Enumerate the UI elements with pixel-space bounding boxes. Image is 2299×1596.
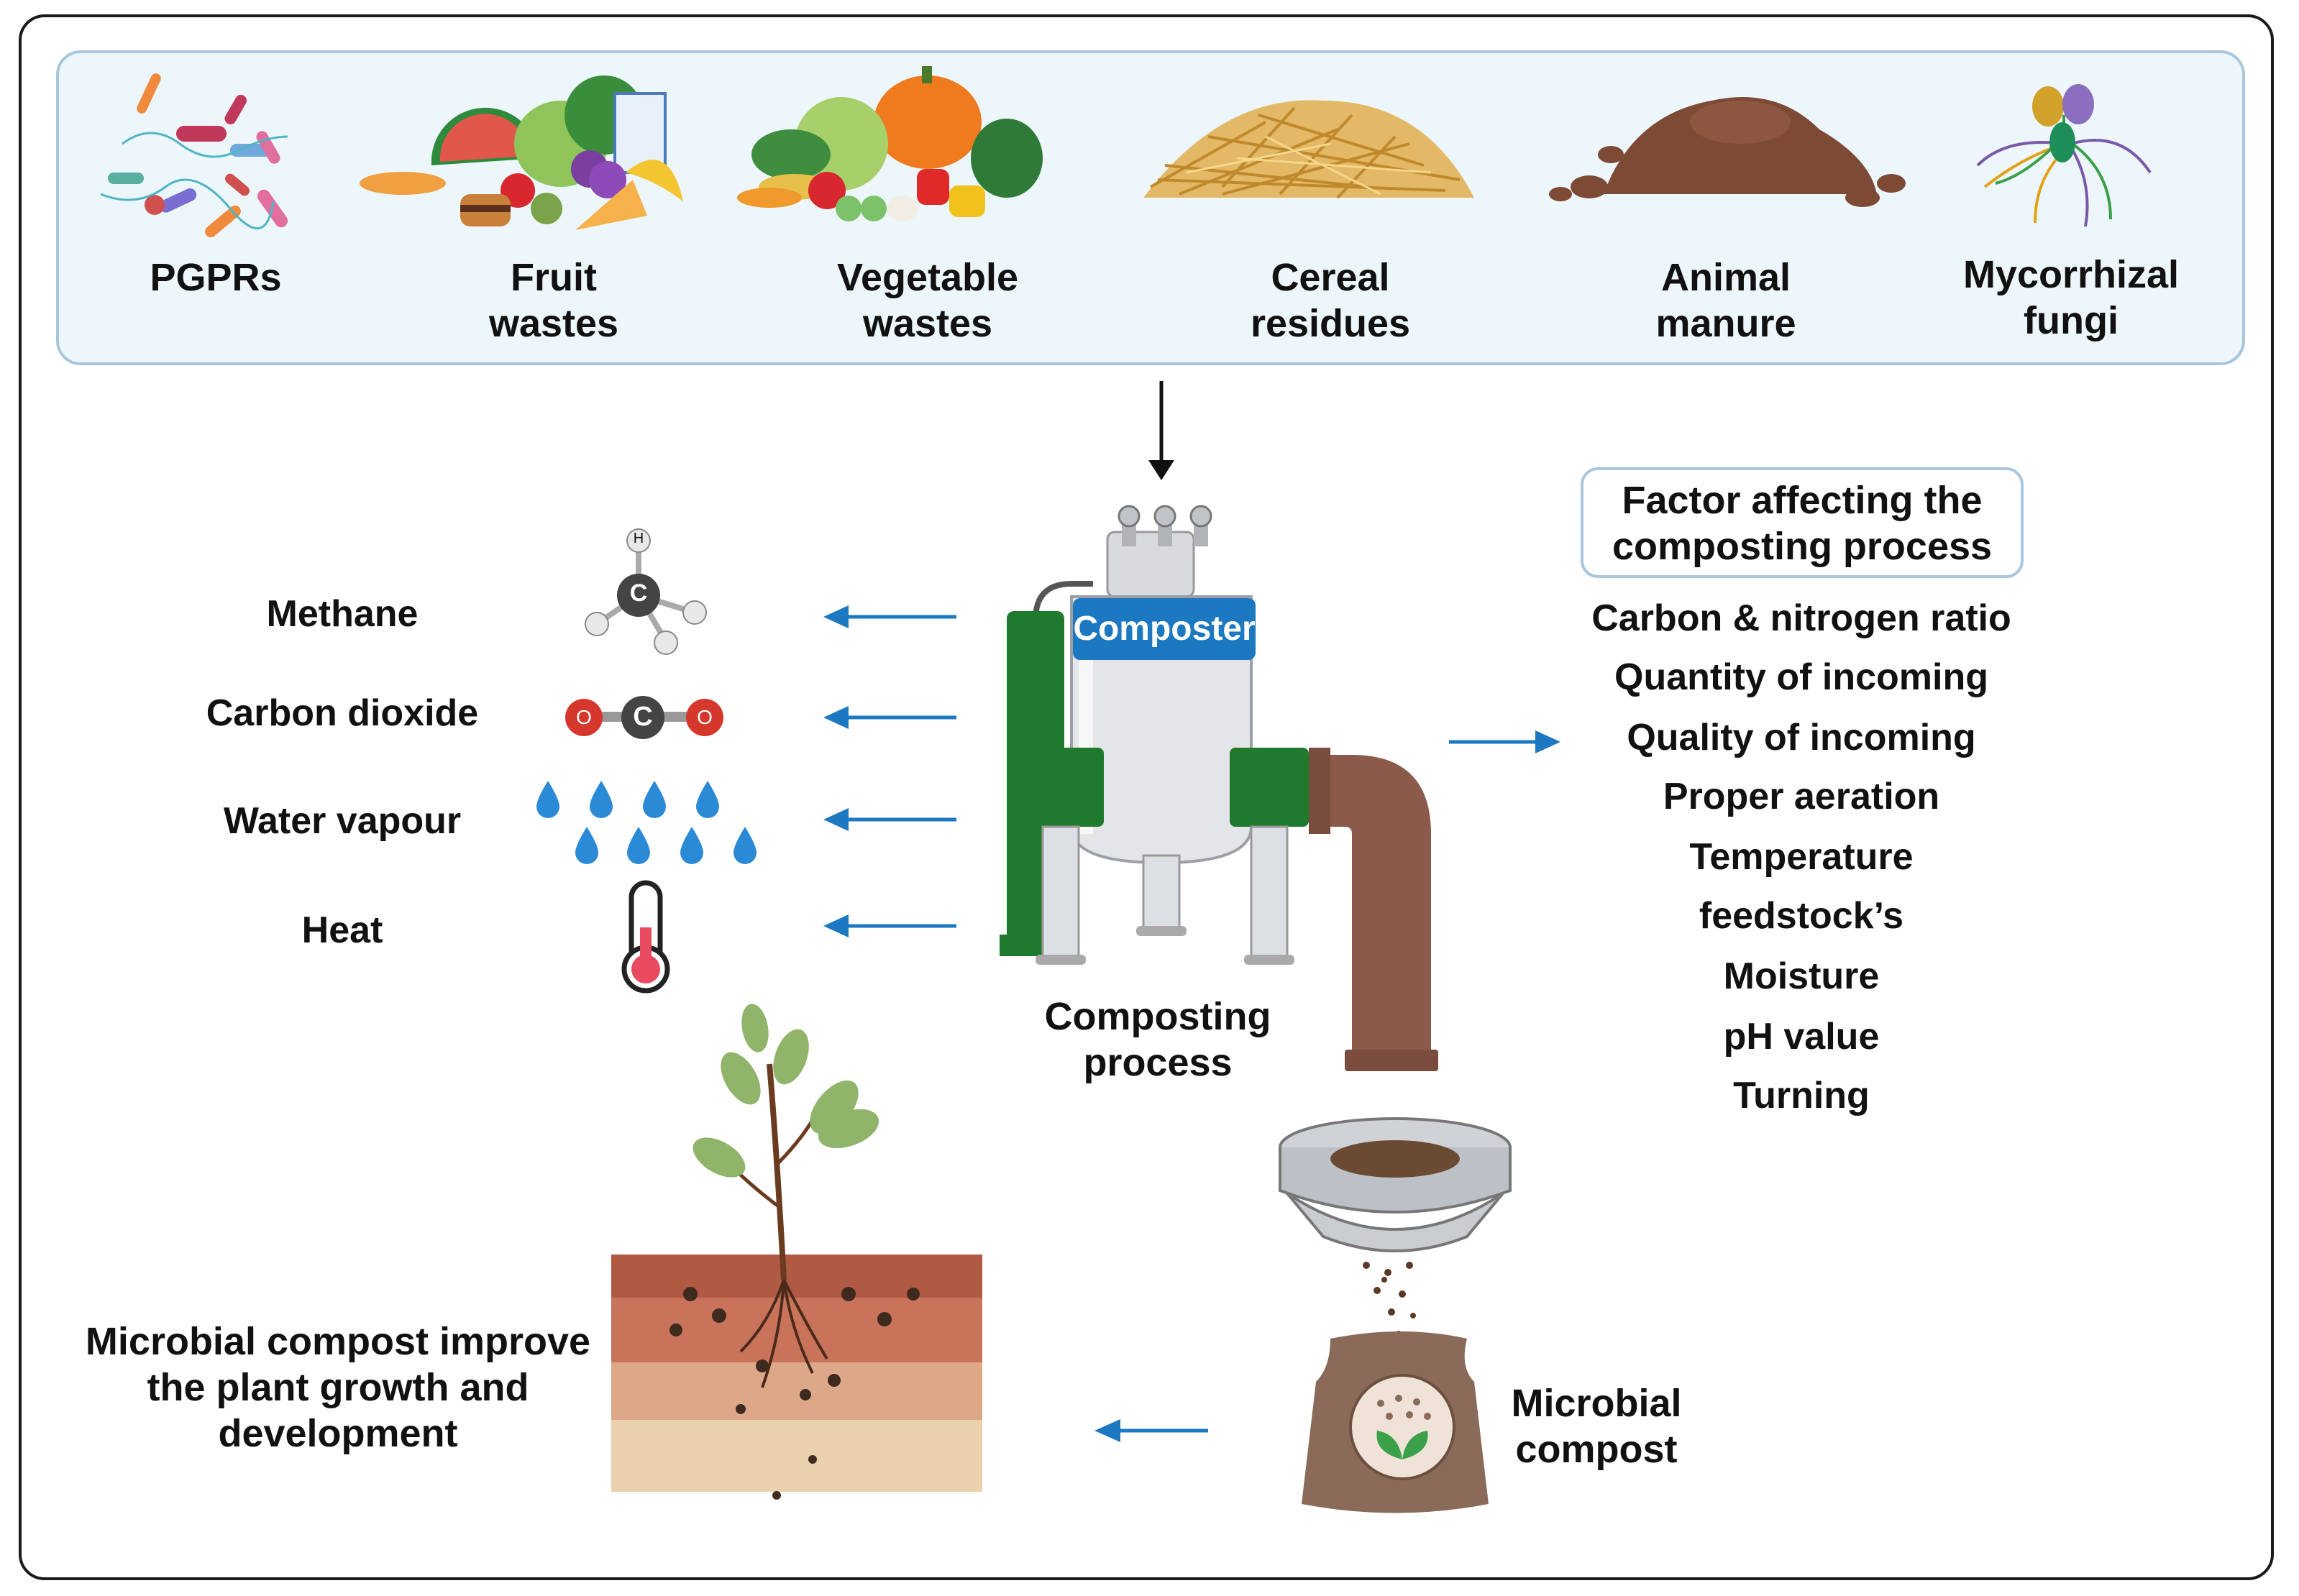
- microbial-compost-label: Microbial compost: [1496, 1380, 1697, 1472]
- vegetable-waste-icon: [737, 66, 1043, 221]
- fungi-icon: [1976, 84, 2152, 227]
- plant-growth-line-3: development: [218, 1412, 458, 1455]
- cereal-residue-icon: [1143, 100, 1474, 199]
- co2-side-letter-right: O: [697, 706, 713, 728]
- factor-item: Turning: [1733, 1075, 1870, 1116]
- factor-item: feedstock’s: [1699, 895, 1904, 937]
- compost-bag-icon: [1302, 1331, 1489, 1513]
- composter-machine: [1000, 505, 1309, 965]
- outlet-pipe: [1309, 748, 1438, 1071]
- output-label-methane: Methane: [266, 593, 419, 635]
- co2-molecule-icon: [565, 696, 723, 739]
- composter-label: Composter: [1073, 598, 1256, 660]
- factor-item: Quantity of incoming: [1614, 656, 1988, 698]
- factor-item: Moisture: [1723, 955, 1880, 997]
- sieve-icon: [1279, 1117, 1512, 1336]
- composting-process-label: Composting process: [1028, 994, 1287, 1086]
- composting-process-line-2: process: [1083, 1041, 1233, 1084]
- microbial-compost-line-1: Microbial: [1511, 1382, 1682, 1425]
- plant-growth-line-2: the plant growth and: [147, 1366, 529, 1409]
- factor-item: Carbon & nitrogen ratio: [1591, 597, 2011, 639]
- input-label-pgprs: PGPRs: [150, 256, 282, 299]
- gas-arrows: [823, 605, 956, 937]
- water-drops-icon: [536, 781, 757, 864]
- factors-title-line-2: composting process: [1612, 525, 1993, 568]
- down-arrow: [1148, 381, 1174, 480]
- plant-soil-icon: [611, 1004, 982, 1500]
- factors-arrow: [1449, 730, 1560, 753]
- bacteria-icon: [100, 73, 288, 238]
- factors-title-box: Factor affecting the composting process: [1581, 467, 2024, 578]
- output-label-water-vapour: Water vapour: [223, 800, 462, 842]
- composting-process-line-1: Composting: [1044, 995, 1271, 1038]
- factors-title-line-1: Factor affecting the: [1622, 479, 1983, 522]
- compost-arrow: [1094, 1419, 1208, 1442]
- output-label-heat: Heat: [301, 909, 383, 951]
- manure-icon: [1549, 97, 1906, 207]
- co2-side-letter-left: O: [576, 706, 592, 728]
- methane-h-letter: H: [633, 531, 644, 546]
- plant-growth-label: Microbial compost improve the plant grow…: [72, 1318, 604, 1457]
- methane-center-letter: C: [629, 579, 648, 607]
- inputs-panel: [56, 50, 2245, 365]
- factor-item: Quality of incoming: [1627, 717, 1976, 758]
- co2-center-letter: C: [633, 702, 653, 732]
- thermometer-icon: [621, 880, 670, 994]
- microbial-compost-line-2: compost: [1515, 1428, 1678, 1471]
- plant-growth-line-1: Microbial compost improve: [85, 1320, 591, 1363]
- methane-molecule-icon: [585, 528, 707, 655]
- fruit-waste-icon: [360, 75, 683, 230]
- factor-item: pH value: [1723, 1016, 1880, 1058]
- factor-item: Proper aeration: [1663, 776, 1940, 817]
- diagram-frame: [19, 14, 2274, 1580]
- factor-item: Temperature: [1689, 836, 1914, 878]
- output-label-carbon-dioxide: Carbon dioxide: [206, 692, 479, 734]
